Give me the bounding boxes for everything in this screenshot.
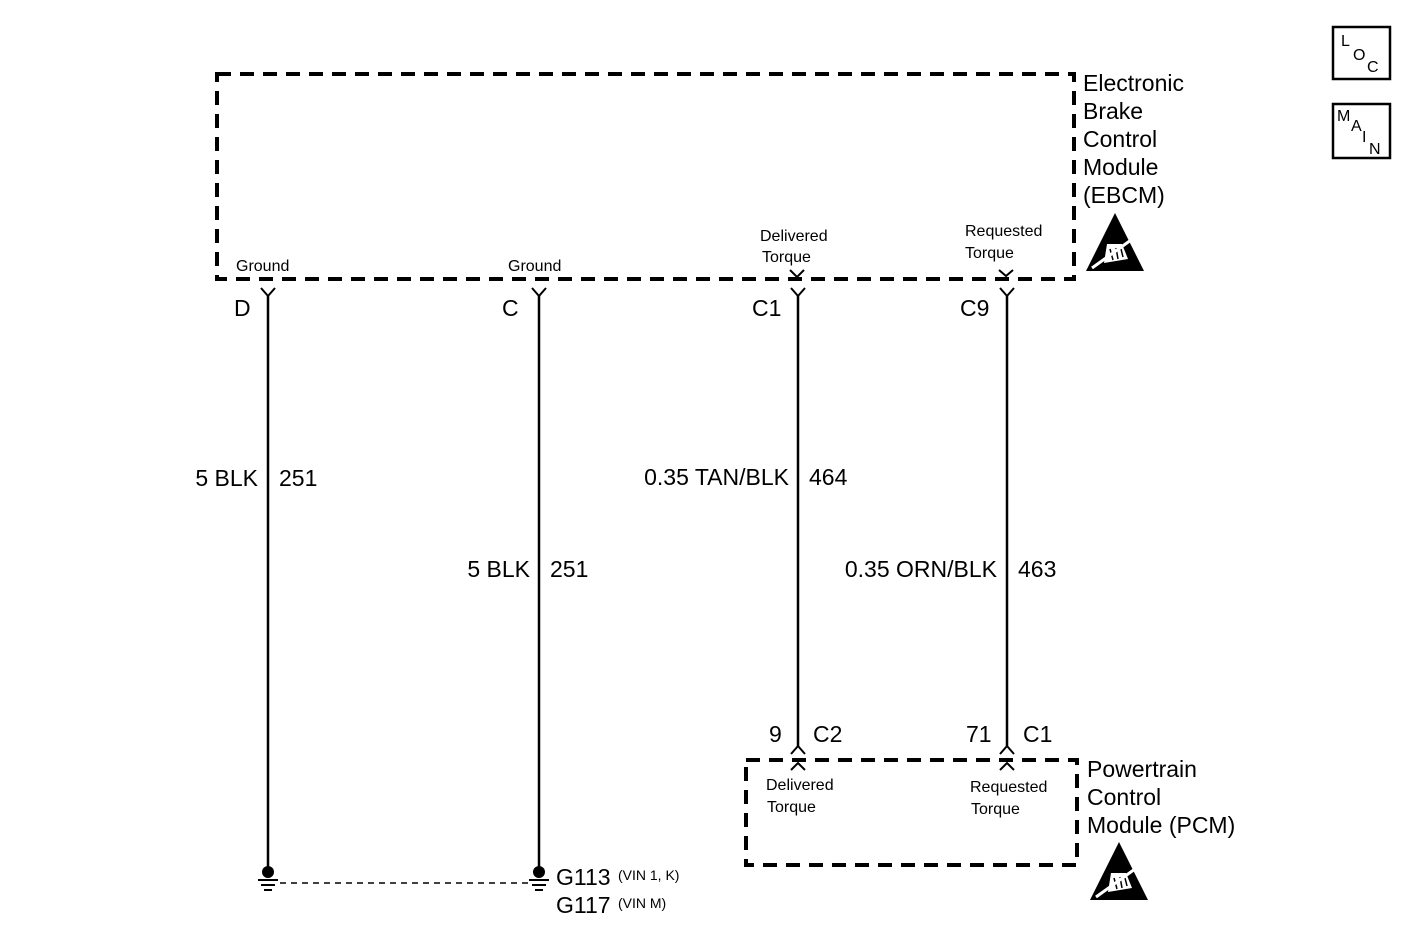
wire-c1-circuit-label: 464	[809, 464, 848, 490]
ebcm-name-line-2: Brake	[1083, 98, 1143, 124]
ebcm-name: Electronic Brake Control Module (EBCM)	[1083, 70, 1184, 208]
ebcm-pin-d-function: Ground	[236, 258, 289, 275]
connector-pin-icon	[790, 287, 806, 298]
main-letter-m: M	[1337, 108, 1350, 125]
loc-button[interactable]: L O C	[1331, 25, 1392, 81]
ebcm-name-line-3: Control	[1083, 126, 1157, 152]
ground-g117-label: G117	[556, 892, 611, 918]
main-letter-a: A	[1351, 118, 1362, 135]
pcm-name-line-1: Powertrain	[1087, 756, 1197, 782]
wire-c-circuit-label: 251	[550, 556, 588, 582]
main-letter-n: N	[1369, 141, 1381, 158]
signal-arrow-icon	[790, 761, 806, 771]
ground-icon	[258, 879, 278, 891]
loc-letter-l: L	[1341, 33, 1350, 50]
signal-arrow-icon	[998, 269, 1014, 278]
connector-pin-icon	[999, 744, 1015, 755]
ebcm-pin-c1-function-line-2: Torque	[762, 249, 811, 266]
pcm-connector-c2: C2	[813, 721, 842, 747]
wire-ebcm-d-ground	[260, 287, 276, 878]
ebcm-module-box	[215, 72, 1076, 281]
wire-delivered-torque	[790, 287, 806, 755]
signal-arrow-icon	[789, 269, 805, 279]
wire-c1-color-label: 0.35 TAN/BLK	[644, 464, 790, 490]
connector-pin-icon	[790, 744, 806, 755]
pcm-pin-9-id: 9	[769, 721, 782, 747]
ground-g113-note: (VIN 1, K)	[618, 867, 679, 883]
pcm-pin-9-function-line-1: Delivered	[766, 777, 834, 794]
pcm-name: Powertrain Control Module (PCM)	[1087, 756, 1235, 838]
splice-dot-icon	[533, 866, 545, 878]
wire-c9-color-label: 0.35 ORN/BLK	[845, 556, 998, 582]
esd-sensitive-icon	[1090, 842, 1148, 900]
pcm-name-line-3: Module (PCM)	[1087, 812, 1235, 838]
ebcm-pin-c-function: Ground	[508, 258, 561, 275]
wire-c-color-label: 5 BLK	[467, 556, 530, 582]
esd-sensitive-icon	[1086, 213, 1144, 271]
connector-pin-icon	[531, 287, 547, 298]
pcm-connector-c1: C1	[1023, 721, 1052, 747]
ebcm-pin-c1-id: C1	[752, 295, 781, 321]
ebcm-pin-d-id: D	[234, 295, 251, 321]
connector-pin-icon	[999, 287, 1015, 298]
ground-g113-label: G113	[556, 864, 611, 890]
ebcm-name-line-5: (EBCM)	[1083, 182, 1165, 208]
wire-c9-circuit-label: 463	[1018, 556, 1056, 582]
signal-arrow-icon	[999, 761, 1015, 771]
loc-letter-o: O	[1353, 47, 1365, 64]
pcm-module-box	[744, 758, 1079, 867]
wire-requested-torque	[999, 287, 1015, 755]
splice-dot-icon	[262, 866, 274, 878]
main-button[interactable]: M A I N	[1331, 102, 1392, 160]
pcm-pin-71-id: 71	[966, 721, 992, 747]
wire-ebcm-c-ground	[531, 287, 547, 878]
wire-d-circuit-label: 251	[279, 465, 317, 491]
pcm-pin-71-function-line-1: Requested	[970, 779, 1047, 796]
ground-icon	[529, 879, 549, 891]
ebcm-pin-c1-function-line-1: Delivered	[760, 228, 828, 245]
pcm-pin-71-function-line-2: Torque	[971, 801, 1020, 818]
ebcm-pin-c9-id: C9	[960, 295, 989, 321]
pcm-pin-9-function-line-2: Torque	[767, 799, 816, 816]
pcm-name-line-2: Control	[1087, 784, 1161, 810]
connector-pin-icon	[260, 287, 276, 298]
ground-g117-note: (VIN M)	[618, 895, 666, 911]
ebcm-pin-c-id: C	[502, 295, 519, 321]
ebcm-pin-c9-function-line-1: Requested	[965, 223, 1042, 240]
ebcm-name-line-1: Electronic	[1083, 70, 1184, 96]
main-letter-i: I	[1362, 129, 1366, 146]
wire-d-color-label: 5 BLK	[195, 465, 258, 491]
ebcm-name-line-4: Module	[1083, 154, 1158, 180]
ebcm-pin-c9-function-line-2: Torque	[965, 245, 1014, 262]
loc-letter-c: C	[1367, 59, 1379, 76]
